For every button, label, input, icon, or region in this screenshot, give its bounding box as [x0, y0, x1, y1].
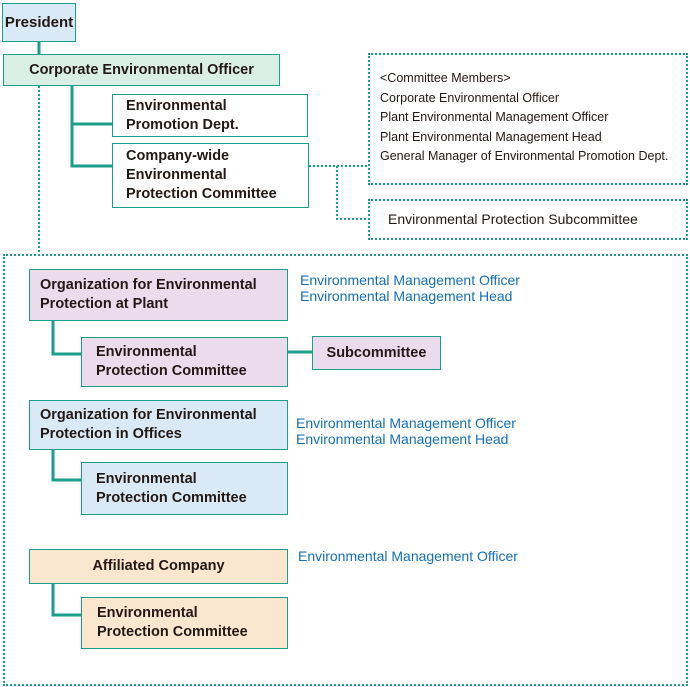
plant-managers-note: Environmental Management Officer Environ…: [300, 272, 520, 304]
committee-member-item: Corporate Environmental Officer: [380, 90, 560, 105]
office-committee-node: Environmental Protection Committee: [81, 462, 288, 515]
promotion-dept-line-1: Environmental: [126, 97, 227, 114]
affiliated-note-line-1: Environmental Management Officer: [298, 548, 518, 564]
office-note-line-1: Environmental Management Officer: [296, 415, 516, 431]
plant-org-node: Organization for Environmental Protectio…: [29, 269, 288, 321]
affiliated-label: Affiliated Company: [92, 558, 225, 574]
affiliated-committee-line-2: Protection Committee: [97, 624, 248, 640]
plant-subcommittee-node: Subcommittee: [312, 336, 441, 370]
plant-note-line-2: Environmental Management Head: [300, 288, 513, 304]
president-node: President: [2, 3, 76, 42]
committee-member-item: Plant Environmental Management Officer: [380, 110, 609, 124]
plant-committee-line-1: Environmental: [96, 344, 197, 360]
company-committee-node: Company-wide Environmental Protection Co…: [112, 143, 309, 208]
company-committee-line-3: Protection Committee: [126, 186, 277, 202]
corporate-officer-node: Corporate Environmental Officer: [3, 54, 280, 86]
plant-org-line-2: Protection at Plant: [40, 296, 169, 312]
plant-branch-line: [51, 321, 81, 356]
office-org-line-1: Organization for Environmental: [40, 407, 257, 423]
committee-members-list: <Committee Members> Corporate Environmen…: [380, 69, 685, 167]
office-note-line-2: Environmental Management Head: [296, 431, 509, 447]
office-managers-note: Environmental Management Officer Environ…: [296, 415, 516, 447]
office-branch-line: [51, 450, 81, 482]
plant-committee-line-2: Protection Committee: [96, 363, 247, 379]
plant-committee-node: Environmental Protection Committee: [81, 337, 288, 387]
office-committee-line-2: Protection Committee: [96, 489, 247, 506]
organization-container: [3, 254, 688, 686]
affiliated-committee-node: Environmental Protection Committee: [81, 597, 288, 649]
affiliated-branch-line: [51, 584, 81, 617]
committee-members-heading: <Committee Members>: [380, 71, 511, 85]
officer-branch-line: [70, 86, 112, 126]
plant-note-line-1: Environmental Management Officer: [300, 272, 520, 288]
company-committee-line-2: Environmental: [126, 167, 227, 183]
corporate-officer-label: Corporate Environmental Officer: [29, 61, 254, 78]
committee-member-item: General Manager of Environmental Promoti…: [380, 149, 669, 163]
office-org-line-2: Protection in Offices: [40, 426, 182, 442]
office-org-node: Organization for Environmental Protectio…: [29, 400, 288, 450]
promotion-dept-line-2: Promotion Dept.: [126, 116, 239, 133]
protection-subcommittee-label: Environmental Protection Subcommittee: [388, 211, 638, 227]
affiliated-node: Affiliated Company: [29, 549, 288, 584]
plant-org-line-1: Organization for Environmental: [40, 277, 257, 293]
committee-members-box: <Committee Members> Corporate Environmen…: [368, 53, 688, 185]
protection-subcommittee-box: Environmental Protection Subcommittee: [368, 199, 688, 240]
affiliated-committee-line-1: Environmental: [97, 605, 198, 621]
affiliated-manager-note: Environmental Management Officer: [298, 548, 518, 564]
plant-subcommittee-label: Subcommittee: [326, 344, 427, 361]
company-committee-line-1: Company-wide: [126, 148, 230, 164]
officer-committee-line: [70, 122, 112, 168]
committee-member-item: Plant Environmental Management Head: [380, 129, 602, 144]
committee-to-subcommittee-dashed-line: [336, 166, 368, 220]
office-committee-line-1: Environmental: [96, 470, 197, 487]
promotion-dept-node: Environmental Promotion Dept.: [112, 94, 308, 137]
president-label: President: [4, 14, 74, 31]
